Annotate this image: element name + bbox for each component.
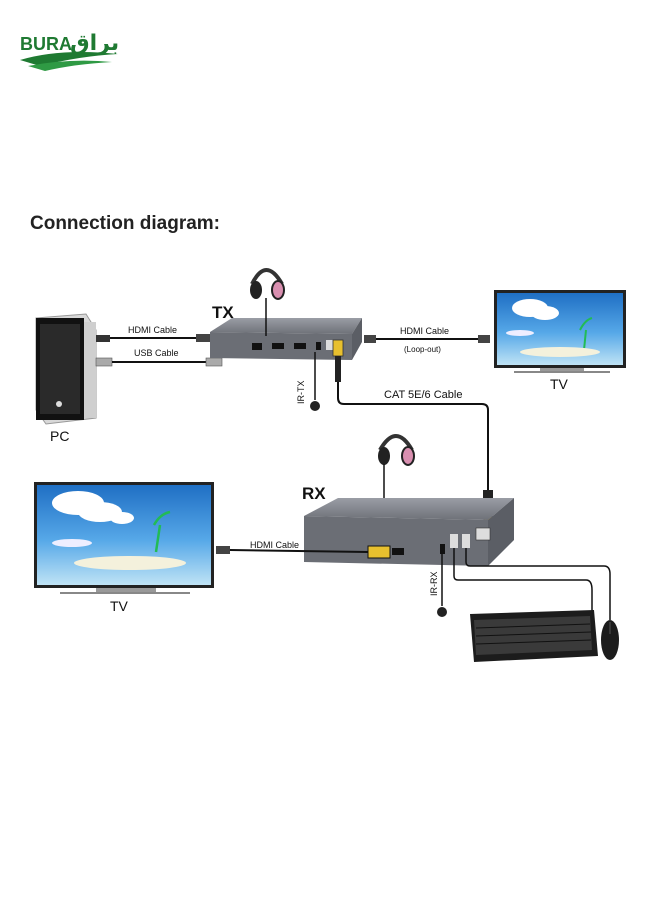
rx-label: RX <box>302 484 326 503</box>
mouse-icon <box>601 620 619 660</box>
ir-rx-sensor <box>437 554 447 617</box>
loop-out-note: (Loop-out) <box>404 345 441 354</box>
tv-label-left: TV <box>110 598 129 614</box>
pc-label: PC <box>50 428 69 444</box>
logo: BURA براق <box>20 31 119 71</box>
ir-tx-sensor <box>310 352 320 411</box>
ir-tx-label: IR-TX <box>296 381 306 405</box>
usb-keyboard-mouse-cables <box>453 548 611 620</box>
headphones-icon <box>250 268 285 336</box>
cat-cable <box>332 339 493 523</box>
rx-unit <box>304 498 514 566</box>
svg-text:BURA: BURA <box>20 34 72 54</box>
usb-cable-label-pc: USB Cable <box>134 348 179 358</box>
cat-cable-label: CAT 5E/6 Cable <box>384 389 462 401</box>
hdmi-cable-label-rx: HDMI Cable <box>250 540 299 550</box>
loop-out-hdmi-cable <box>364 335 490 343</box>
ir-rx-label: IR-RX <box>429 572 439 597</box>
pc-tower <box>35 313 97 425</box>
hdmi-cable-label-pc: HDMI Cable <box>128 325 177 335</box>
headphones-icon <box>378 434 415 500</box>
pc-usb-cable <box>95 357 223 367</box>
svg-text:براق: براق <box>70 31 119 56</box>
rx-hdmi-cable <box>216 546 369 554</box>
tv-left <box>34 482 214 594</box>
tx-label: TX <box>212 303 234 322</box>
diagram-heading: Connection diagram: <box>30 213 220 234</box>
pc-hdmi-cable <box>96 334 210 342</box>
tv-right <box>494 290 626 373</box>
hdmi-cable-label-loop: HDMI Cable <box>400 326 449 336</box>
keyboard-icon <box>470 610 598 662</box>
tv-label-right: TV <box>550 376 569 392</box>
tx-unit <box>210 318 362 360</box>
